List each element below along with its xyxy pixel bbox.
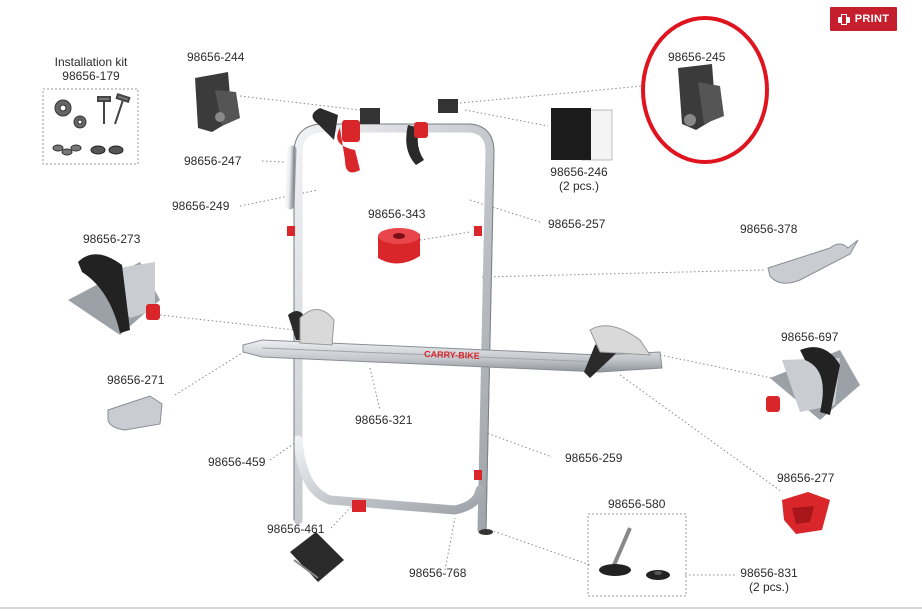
chain-icon	[52, 144, 82, 156]
bottom-divider	[0, 607, 922, 609]
print-button-label: PRINT	[854, 13, 890, 25]
part-code: 98656-179	[62, 69, 120, 83]
part-label-378: 98656-378	[740, 222, 798, 236]
part-label-321: 98656-321	[355, 413, 413, 427]
bike-rack-frame	[285, 123, 495, 535]
cradle-271	[107, 395, 163, 431]
part-quantity: (2 pcs.)	[748, 580, 789, 594]
installation-kit-label: Installation kit 98656-179	[45, 55, 137, 83]
part-label-580: 98656-580	[608, 497, 666, 511]
part-code: 98656-246	[550, 165, 608, 179]
installation-kit-title: Installation kit	[54, 55, 128, 69]
bracket-244	[195, 72, 240, 132]
part-label-271: 98656-271	[107, 373, 165, 387]
part-label-459: 98656-459	[208, 455, 266, 469]
brand-decal: CARRY-BIKE	[424, 349, 480, 361]
part-label-257: 98656-257	[548, 217, 606, 231]
nut-icon	[90, 145, 124, 155]
part-label-461: 98656-461	[267, 522, 325, 536]
part-label-277: 98656-277	[777, 471, 835, 485]
part-label-246: 98656-246 (2 pcs.)	[545, 165, 613, 193]
screw-icon	[97, 92, 131, 125]
printer-icon	[837, 13, 850, 25]
gear-icon	[54, 99, 87, 129]
knob-277	[782, 492, 830, 534]
bracket-245	[678, 64, 724, 130]
cross-bar	[242, 339, 663, 373]
pads-246	[551, 108, 613, 161]
clamp-378	[767, 239, 859, 284]
foot-kit-580	[587, 513, 687, 597]
part-label-768: 98656-768	[409, 566, 467, 580]
part-label-697: 98656-697	[781, 330, 839, 344]
wheel-holder-273	[68, 254, 160, 335]
part-quantity: (2 pcs.)	[558, 179, 599, 193]
part-label-343: 98656-343	[368, 207, 426, 221]
part-label-247: 98656-247	[184, 154, 242, 168]
installation-kit-box	[42, 88, 139, 165]
spacer-343	[378, 228, 420, 264]
part-label-244: 98656-244	[187, 50, 245, 64]
part-label-831: 98656-831 (2 pcs.)	[736, 566, 802, 594]
part-label-249: 98656-249	[172, 199, 230, 213]
plate-461	[290, 532, 344, 582]
top-wheel-holders	[312, 99, 458, 173]
print-button[interactable]: PRINT	[830, 7, 897, 31]
wheel-holder-697	[766, 347, 860, 420]
highlight-circle	[641, 16, 769, 164]
part-label-259: 98656-259	[565, 451, 623, 465]
part-label-273: 98656-273	[83, 232, 141, 246]
part-code: 98656-831	[740, 566, 798, 580]
part-label-245: 98656-245	[668, 50, 726, 64]
